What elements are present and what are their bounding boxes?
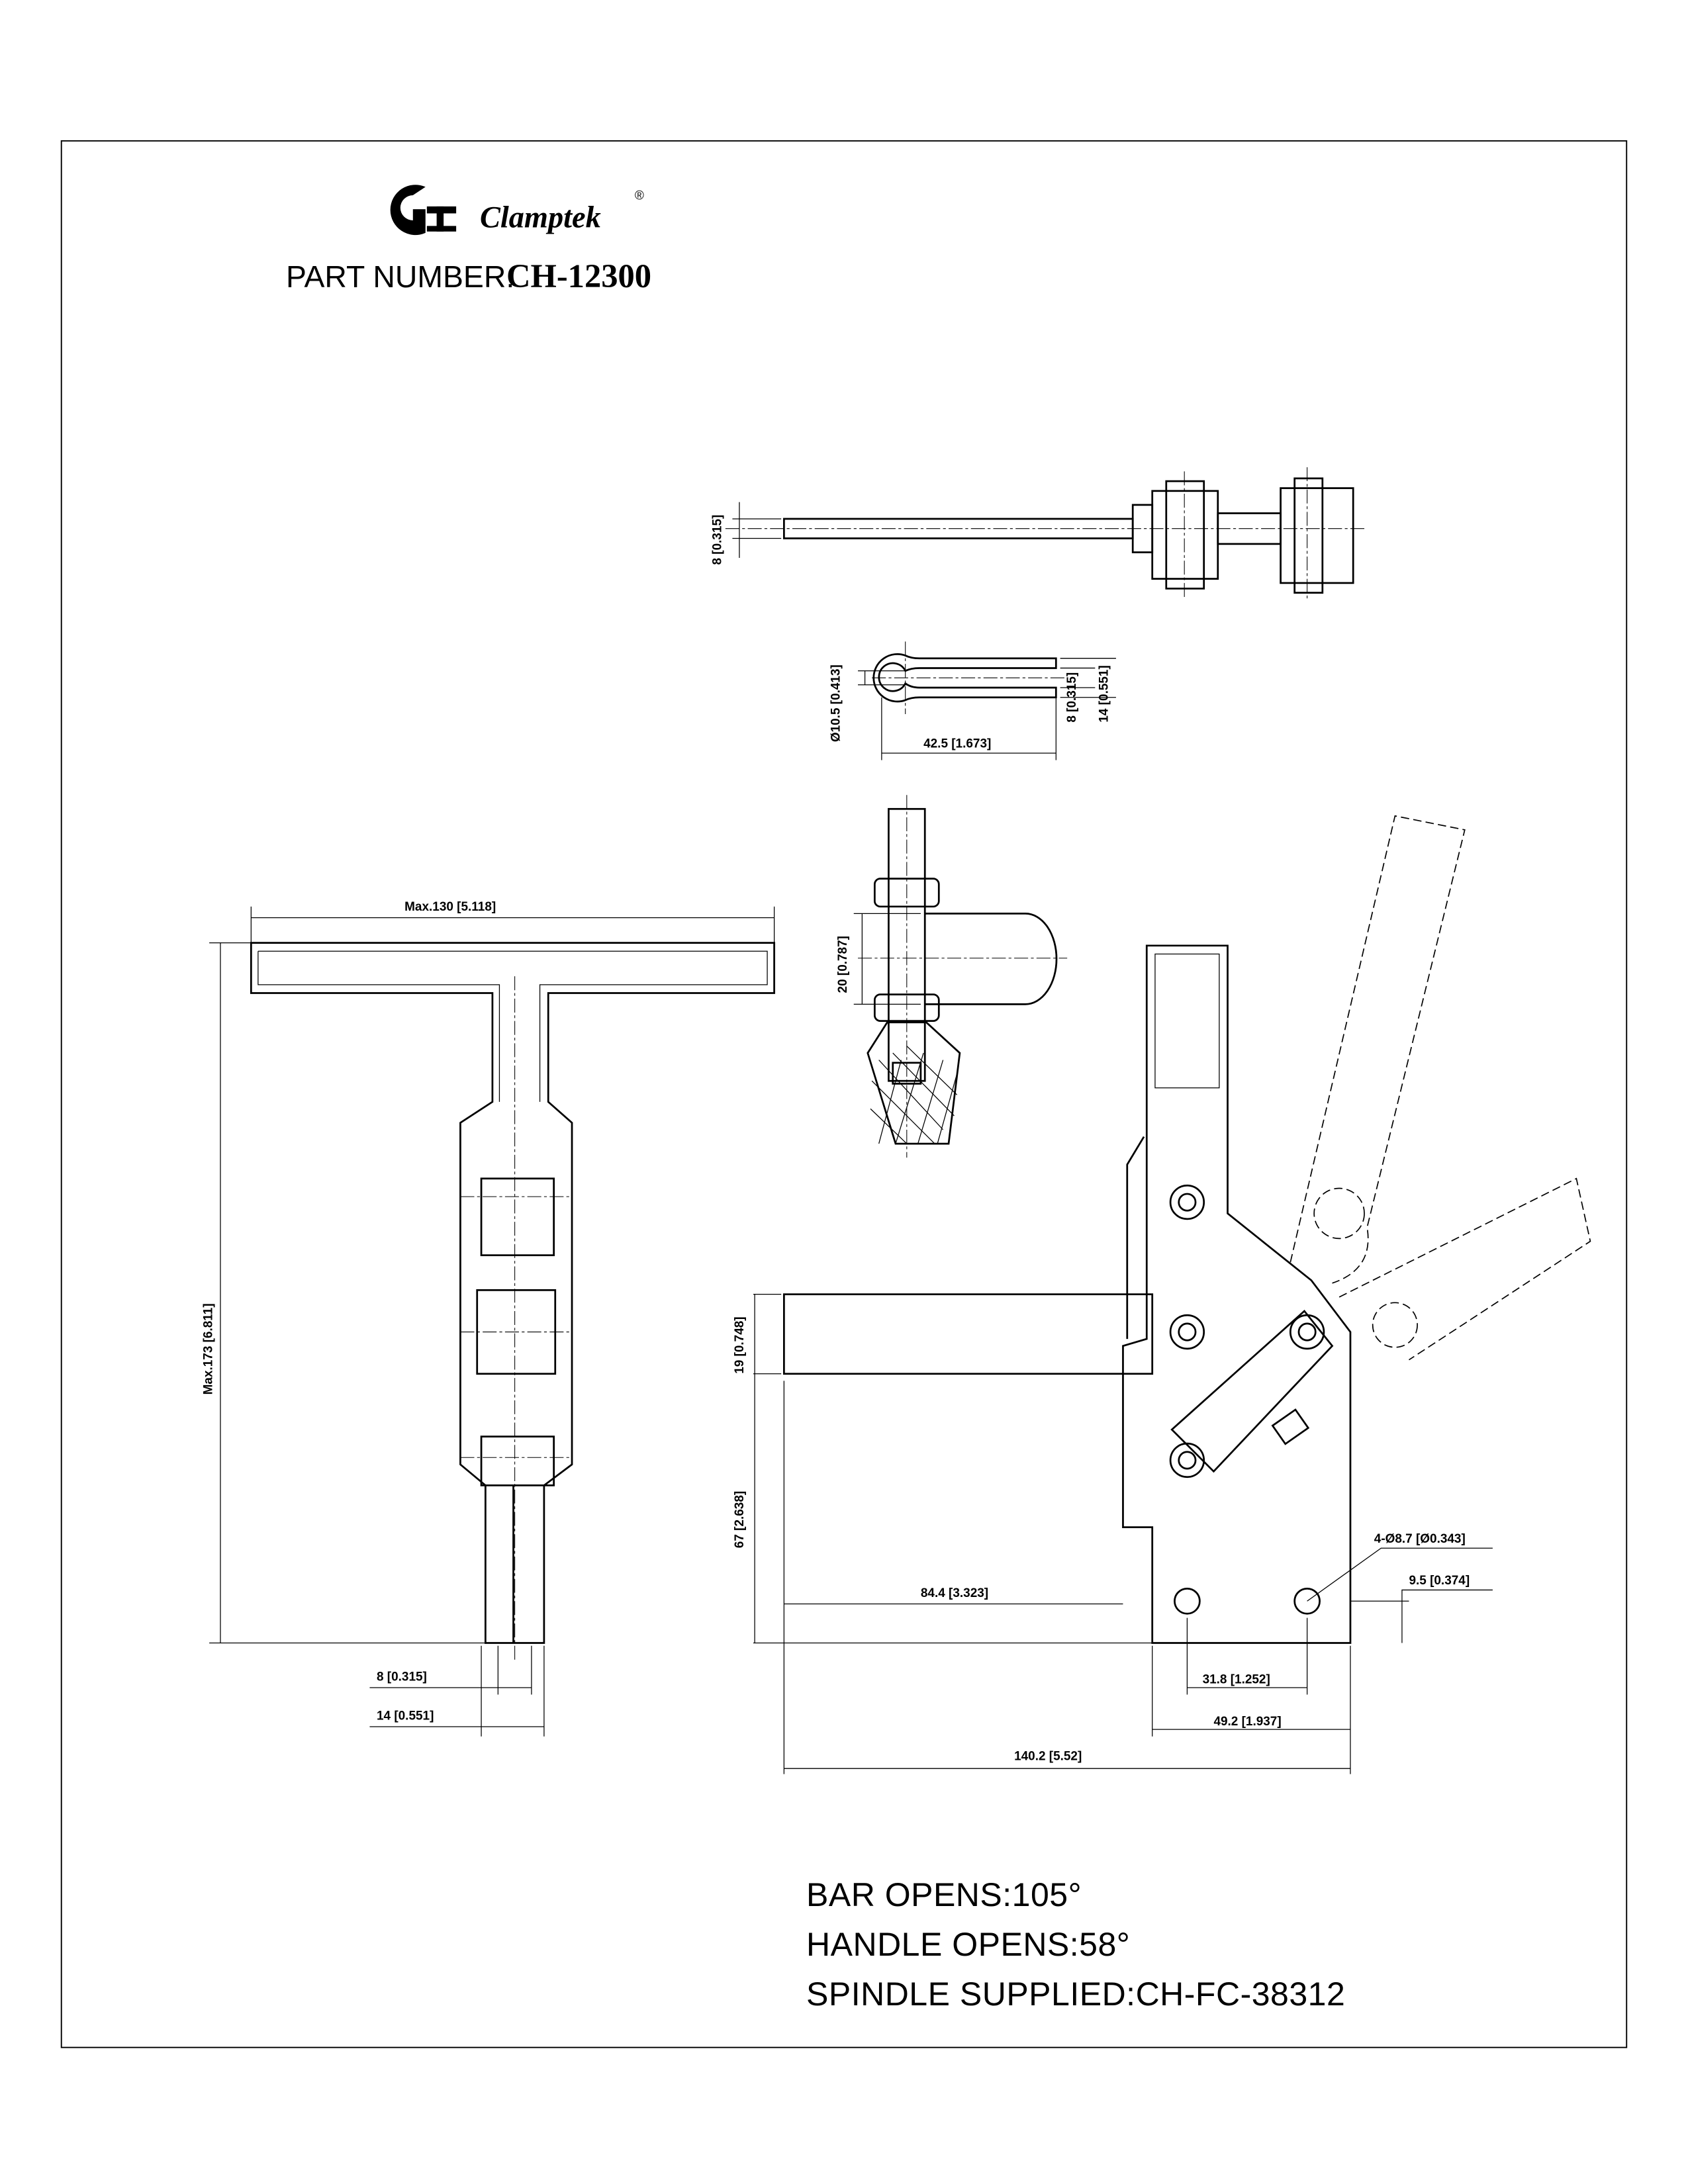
u-bolt-view: Ø10.5 [0.413] 8 [0.315] 14 [0.551] 42.5 …	[829, 641, 1116, 760]
dim-u-length: 42.5 [1.673]	[923, 737, 991, 751]
dim-u-slot: 8 [0.315]	[1065, 672, 1079, 723]
dim-hole-offset: 9.5 [0.374]	[1409, 1574, 1470, 1588]
dim-mounting-holes: 4-Ø8.7 [Ø0.343]	[1374, 1532, 1466, 1546]
dim-u-diameter: Ø10.5 [0.413]	[829, 664, 843, 742]
dim-hole-spacing: 31.8 [1.252]	[1203, 1673, 1270, 1687]
registered-mark: ®	[635, 189, 644, 203]
dim-max-height: Max.173 [6.811]	[201, 1303, 215, 1394]
note-bar-opens: BAR OPENS:105°	[806, 1876, 1082, 1913]
part-number-label: PART NUMBER:	[286, 259, 514, 294]
dim-spindle-height: 20 [0.787]	[836, 936, 850, 993]
part-number: CH-12300	[506, 257, 651, 295]
dim-base-width: 49.2 [1.937]	[1213, 1715, 1281, 1729]
note-handle-opens: HANDLE OPENS:58°	[806, 1926, 1130, 1963]
spindle-view: 20 [0.787]	[836, 795, 1068, 1158]
dim-u-width: 14 [0.551]	[1097, 665, 1111, 722]
dim-base-height: 67 [2.638]	[733, 1491, 747, 1548]
dim-bar-reach: 84.4 [3.323]	[921, 1586, 988, 1600]
dim-max-width: Max.130 [5.118]	[404, 900, 496, 914]
side-view: Max.130 [5.118] Max.173 [6.811] 8 [0.315…	[201, 900, 775, 1737]
dim-overall-length: 140.2 [5.52]	[1014, 1750, 1082, 1764]
front-view: 19 [0.748] 67 [2.638] 84.4 [3.323] 31.8 …	[733, 815, 1591, 1774]
note-spindle-supplied: SPINDLE SUPPLIED:CH-FC-38312	[806, 1976, 1345, 2013]
sheet-border	[60, 140, 1628, 2048]
dim-bar-height: 19 [0.748]	[733, 1316, 747, 1373]
top-view: 8 [0.315]	[711, 467, 1368, 600]
dim-fork-slot: 8 [0.315]	[377, 1670, 427, 1684]
brand-name: Clamptek	[480, 201, 601, 235]
clamptek-logo: Clamptek ®	[390, 185, 644, 236]
dim-fork-width: 14 [0.551]	[377, 1709, 434, 1723]
dim-top-thickness: 8 [0.315]	[711, 515, 725, 565]
